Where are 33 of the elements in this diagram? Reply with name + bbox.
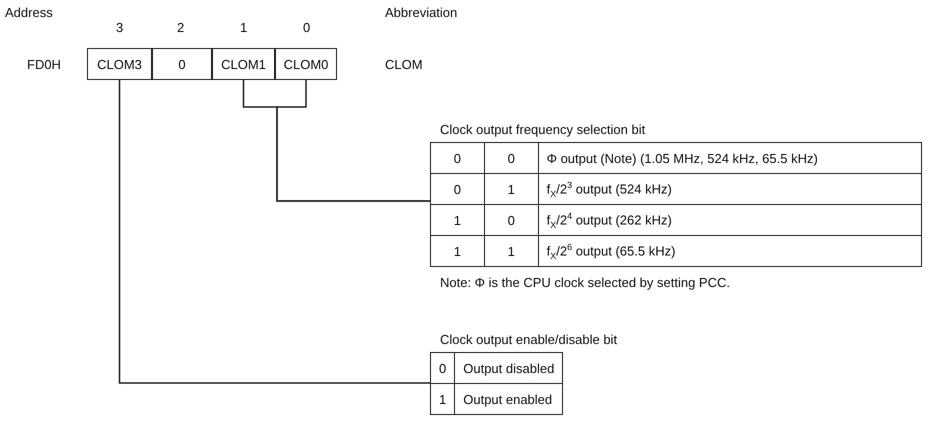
description-cell: Output disabled — [454, 352, 563, 384]
bit-value-cell: 0 — [430, 142, 484, 174]
register-address: FD0H — [27, 57, 61, 72]
bit-number: 0 — [303, 20, 310, 35]
register-bit-cell: CLOM3 — [87, 48, 152, 80]
connector-line — [118, 80, 430, 384]
bit-value-cell: 1 — [484, 236, 538, 266]
bit-value-cell: 1 — [430, 384, 455, 414]
register-bit-cell: CLOM0 — [275, 48, 337, 80]
bit-value-cell: 1 — [430, 204, 484, 236]
bit-value-cell: 0 — [484, 204, 538, 236]
bit-value-cell: 0 — [430, 174, 484, 204]
table-heading: Clock output frequency selection bit — [440, 122, 646, 137]
bit-number: 2 — [177, 20, 184, 35]
register-bit-cell: CLOM1 — [212, 48, 275, 80]
description-cell: Φ output (Note) (1.05 MHz, 524 kHz, 65.5 kHz) — [538, 142, 922, 174]
bit-value-cell: 1 — [484, 174, 538, 204]
bit-value-cell: 0 — [430, 352, 455, 384]
description-cell: f$_{X}$/2$^{4}$ output (262 kHz) — [538, 204, 922, 236]
description-cell: Output enabled — [454, 384, 563, 414]
bit-value-cell: 0 — [484, 142, 538, 174]
description-cell: f$_{X}$/2$^{3}$ output (524 kHz) — [538, 174, 922, 204]
bit-number: 1 — [240, 20, 248, 35]
note-text: Note: Φ is the CPU clock selected by setting PCC. — [440, 275, 730, 290]
register-abbreviation: CLOM — [385, 57, 423, 72]
description-cell: f$_{X}$/2$^{6}$ output (65.5 kHz) — [538, 236, 922, 266]
register-bit-cell: 0 — [152, 48, 212, 80]
axis-title: Abbreviation — [385, 5, 458, 20]
connector-line — [276, 80, 430, 202]
bit-value-cell: 1 — [430, 236, 484, 266]
bit-number: 3 — [116, 20, 124, 35]
axis-title: Address — [5, 5, 53, 20]
table-heading: Clock output enable/disable bit — [440, 332, 618, 347]
